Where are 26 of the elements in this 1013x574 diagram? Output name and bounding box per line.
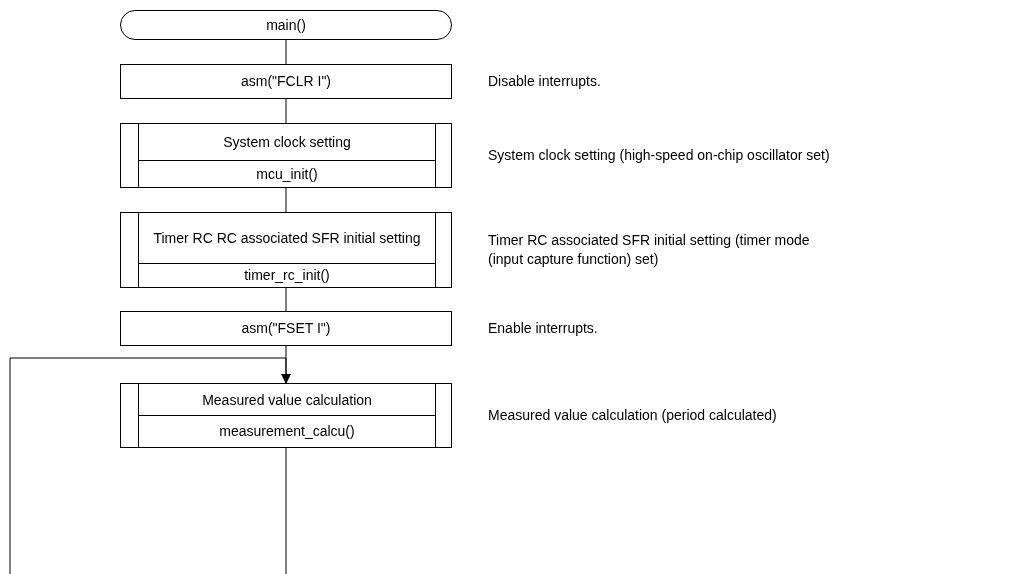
function-name: timer_rc_init() [244,266,330,285]
connector-line [285,98,287,124]
subroutine-box [120,212,452,288]
connector-line [285,447,287,574]
connector-line [285,287,287,312]
step-note: System clock setting (high-speed on-chip oscillator set) [488,146,831,165]
step-note: Measured value calculation (period calculated) [488,406,778,425]
process-label: asm("FCLR I") [240,72,332,91]
step-note: Enable interrupts. [488,319,599,338]
connector-line [285,39,287,65]
subroutine-title: System clock setting [223,133,351,151]
subroutine-box [120,123,452,188]
process-label: asm("FSET I") [241,319,331,338]
step-note: Timer RC associated SFR initial setting (timer mode (input capture function) set) [488,231,811,269]
terminal-box [120,10,452,40]
subroutine-box [120,383,452,448]
connector-line [285,187,287,213]
subroutine-title: Timer RC RC associated SFR initial setting [153,229,421,247]
function-name: measurement_calcu() [219,422,355,441]
step-note: Disable interrupts. [488,72,602,91]
loop-arrow [9,357,291,574]
process-box [120,64,452,99]
process-box [120,311,452,346]
function-name: mcu_init() [256,164,318,184]
subroutine-title: Measured value calculation [202,390,372,409]
terminal-label: main() [266,15,306,35]
